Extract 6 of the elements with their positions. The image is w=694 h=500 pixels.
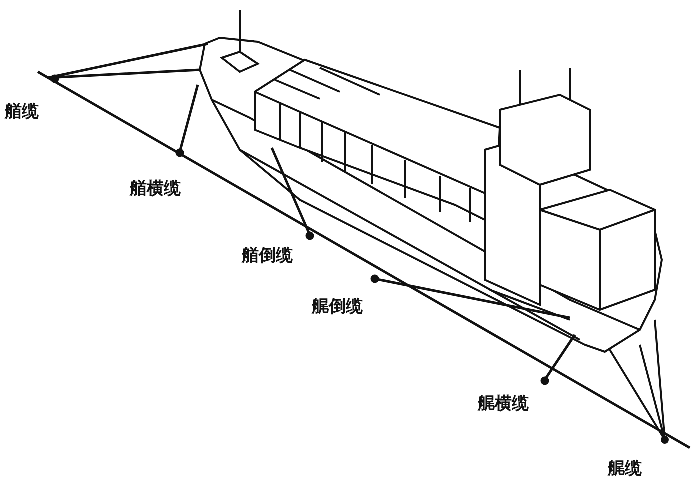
mooring-line-label: 艏倒缆 (242, 247, 293, 266)
mooring-line-label: 艉缆 (608, 460, 642, 479)
mooring-line-label: 艉横缆 (478, 395, 529, 414)
mooring-line-label: 艏缆 (5, 103, 39, 122)
mooring-line-label: 艉倒缆 (312, 298, 363, 317)
mooring-line-label: 艏横缆 (130, 180, 181, 199)
